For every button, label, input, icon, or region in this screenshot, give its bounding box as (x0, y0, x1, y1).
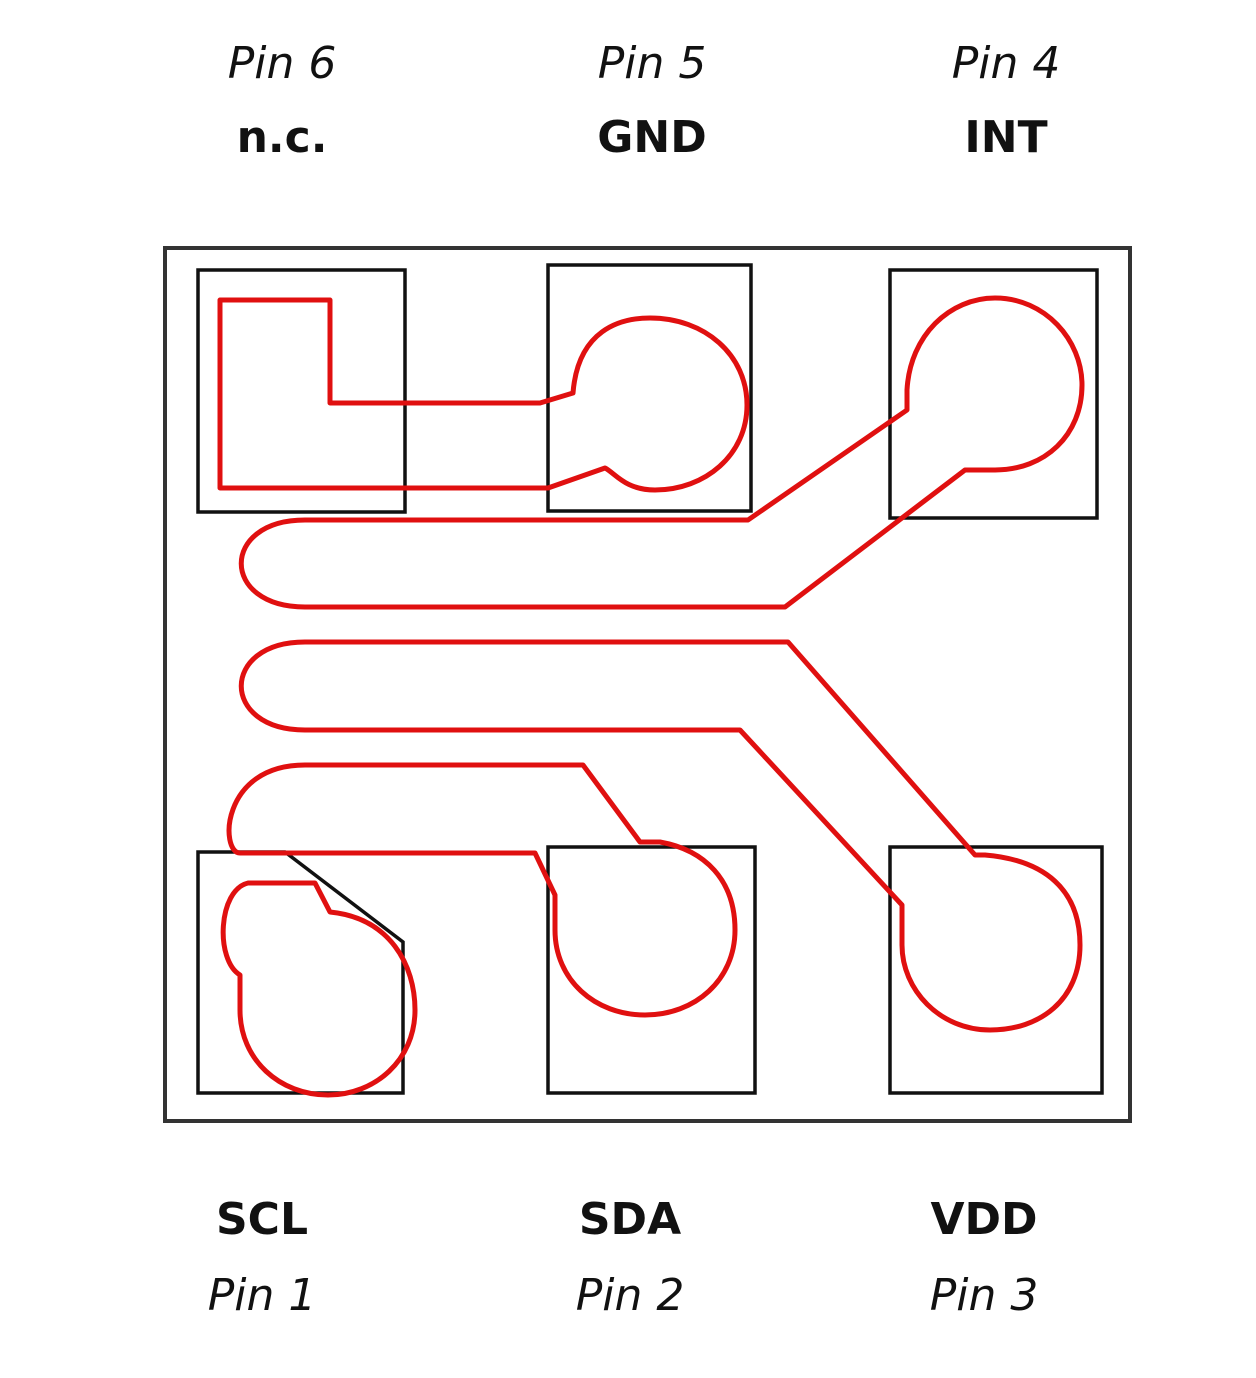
pad-pin4 (888, 268, 1099, 520)
trace-vdd (238, 639, 1083, 1033)
trace-scl (220, 880, 418, 1098)
package-outline (163, 246, 1132, 1123)
pad-pin3 (888, 845, 1104, 1095)
pin5-signal: GND (597, 112, 707, 163)
pad-pin5 (546, 263, 753, 513)
pin6-label: Pin 6 (227, 38, 337, 89)
pin1-label: Pin 1 (207, 1270, 317, 1321)
traces (217, 295, 1085, 1098)
pin4-label: Pin 4 (951, 38, 1061, 89)
pin2-signal: SDA (578, 1194, 682, 1245)
pin3-signal: VDD (930, 1194, 1038, 1245)
pad-pin6 (196, 268, 407, 514)
pin3-label: Pin 3 (929, 1270, 1039, 1321)
pin6-signal: n.c. (236, 112, 328, 163)
trace-pin6-gnd (217, 297, 750, 493)
pad-pin1 (196, 850, 405, 1095)
pin1-signal: SCL (215, 1194, 309, 1245)
trace-int (238, 295, 1085, 610)
pin5-label: Pin 5 (597, 38, 707, 89)
trace-sda (226, 762, 738, 1018)
pin2-label: Pin 2 (575, 1270, 685, 1321)
pad-pin2 (546, 845, 757, 1095)
pin4-signal: INT (964, 112, 1048, 163)
